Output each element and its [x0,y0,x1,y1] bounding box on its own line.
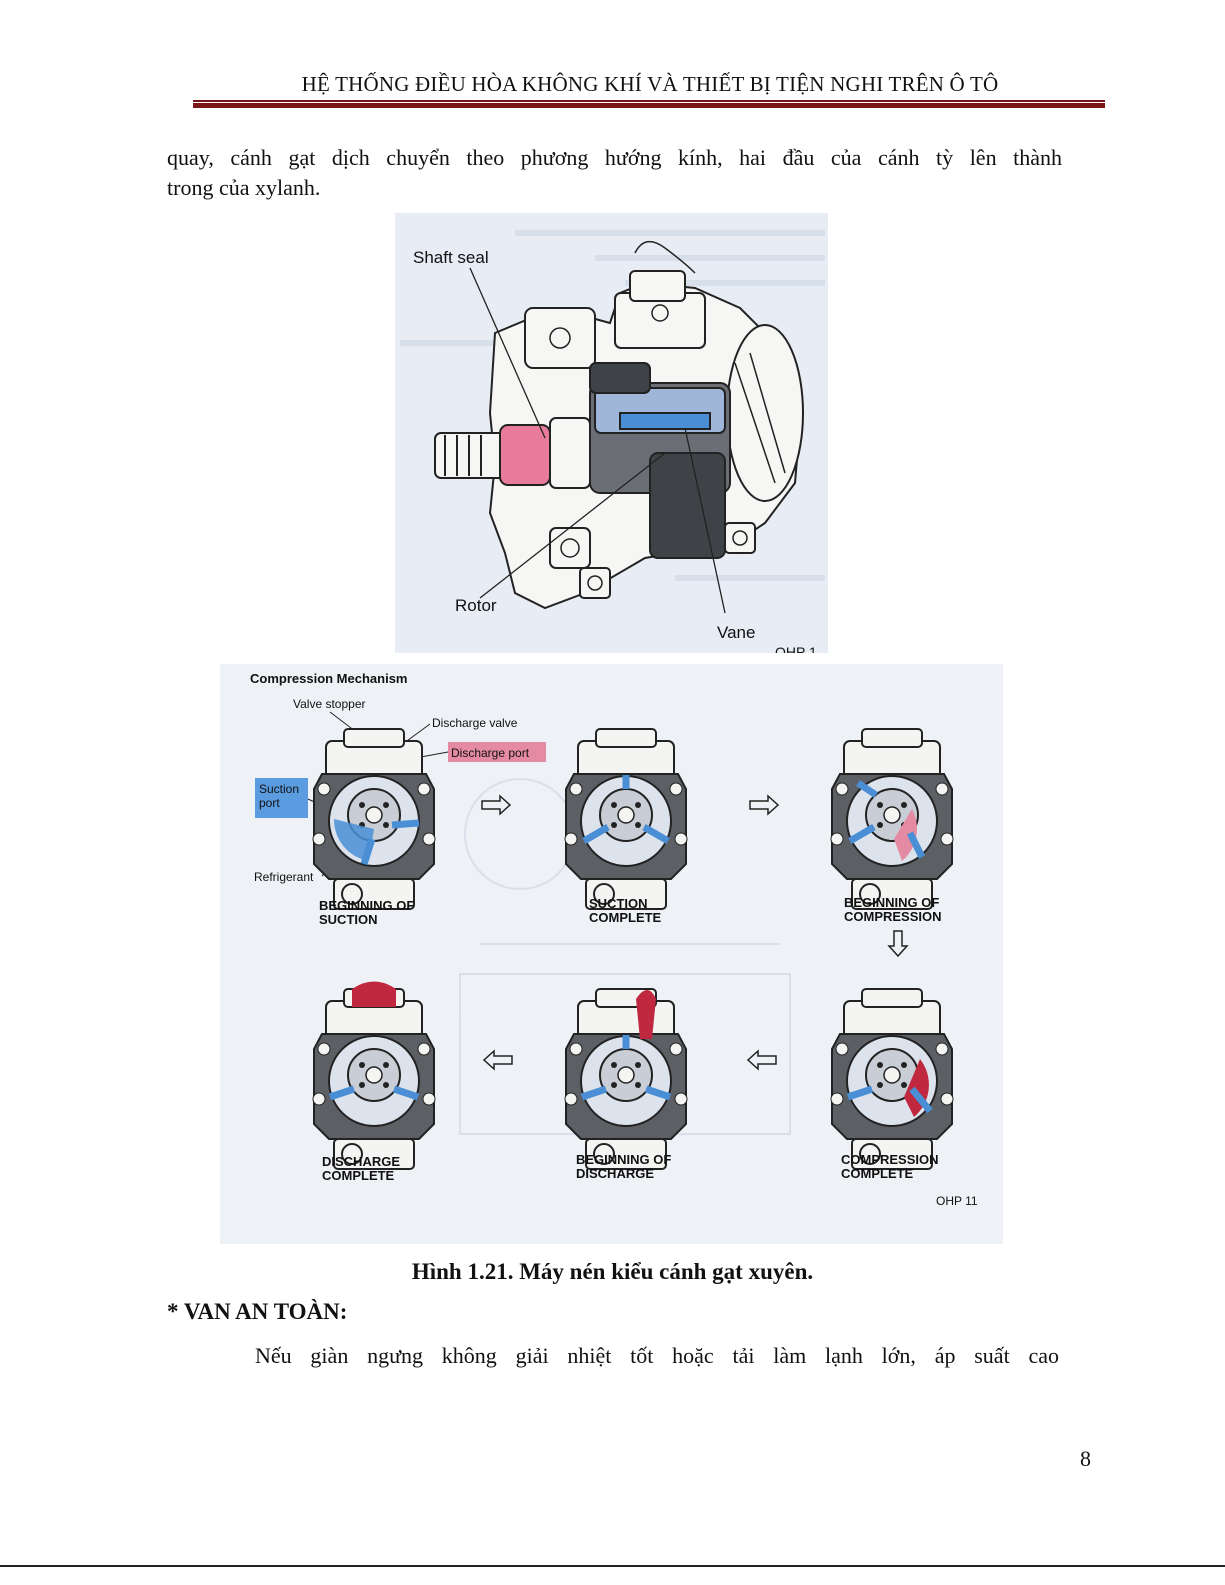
arrow-left-icon [746,1049,777,1071]
label-suction-port-1: Suction [259,782,299,796]
header-rule-thick [193,103,1105,108]
figure-caption: Hình 1.21. Máy nén kiểu cánh gạt xuyên. [411,1259,814,1284]
intro-line-1: quay, cánh gạt dịch chuyển theo phương h… [167,145,1062,170]
stage-label-4b: COMPLETE [322,1168,395,1183]
mechanism-title: Compression Mechanism [250,671,408,686]
stage-label-3a: BEGINNING OF [844,895,939,910]
stage-label-1a: BEGINNING OF [319,898,414,913]
stage-label-2a: SUCTION [589,896,648,911]
label-valve-stopper: Valve stopper [293,697,366,711]
stage-label-1b: SUCTION [319,912,378,927]
label-ohp-top: OHP 1 [775,644,817,653]
stage-compression-complete [830,988,954,1170]
stage-label-5b: DISCHARGE [576,1166,654,1181]
compressor-cutaway-drawing: Shaft seal Rotor Vane OHP 1 [395,213,828,653]
arrow-right-icon [481,794,512,816]
stage-label-6b: COMPLETE [841,1166,914,1181]
stage-label-2b: COMPLETE [589,910,662,925]
stage-label-4a: DISCHARGE [322,1154,400,1169]
label-refrigerant: Refrigerant [254,870,314,884]
compression-mechanism-figure: Compression Mechanism Valve stopper Disc… [220,664,1003,1244]
stage-discharge-complete [312,981,436,1170]
stage-label-5a: BEGINNING OF [576,1152,671,1167]
section-title: * VAN AN TOÀN: [167,1299,348,1324]
label-discharge-valve: Discharge valve [432,716,518,730]
arrow-down-icon [887,930,909,958]
section-paragraph: Nếu giàn ngưng không giải nhiệt tốt hoặc… [167,1341,1059,1371]
label-discharge-port: Discharge port [451,746,530,760]
header-rule [193,100,1105,102]
flow-arrows [481,794,909,1071]
compressor-cutaway-figure: Shaft seal Rotor Vane OHP 1 [395,213,828,653]
compression-mechanism-drawing: Compression Mechanism Valve stopper Disc… [220,664,1003,1244]
stage-label-6a: COMPRESSION [841,1152,939,1167]
stage-beginning-of-suction [312,728,436,910]
section-text: Nếu giàn ngưng không giải nhiệt tốt hoặc… [255,1343,1059,1368]
label-vane: Vane [717,623,755,642]
suction-port-highlight [255,778,308,818]
page-number: 8 [1080,1446,1091,1471]
stage-label-3b: COMPRESSION [844,909,942,924]
label-rotor: Rotor [455,596,497,615]
label-suction-port-2: port [259,796,280,810]
stage-beginning-of-compression [830,728,954,910]
stage-suction-complete [564,728,688,910]
label-shaft-seal: Shaft seal [413,248,489,267]
label-ohp-bottom: OHP 11 [936,1194,978,1208]
header-title: HỆ THỐNG ĐIỀU HÒA KHÔNG KHÍ VÀ THIẾT BỊ … [301,72,999,96]
intro-paragraph: quay, cánh gạt dịch chuyển theo phương h… [167,143,1062,203]
stage-beginning-of-discharge [564,988,688,1170]
bottom-rule [0,1565,1225,1567]
discharge-port-highlight [448,742,546,762]
arrow-left-icon [482,1049,513,1071]
arrow-right-icon [749,794,780,816]
intro-line-2: trong của xylanh. [167,175,321,200]
